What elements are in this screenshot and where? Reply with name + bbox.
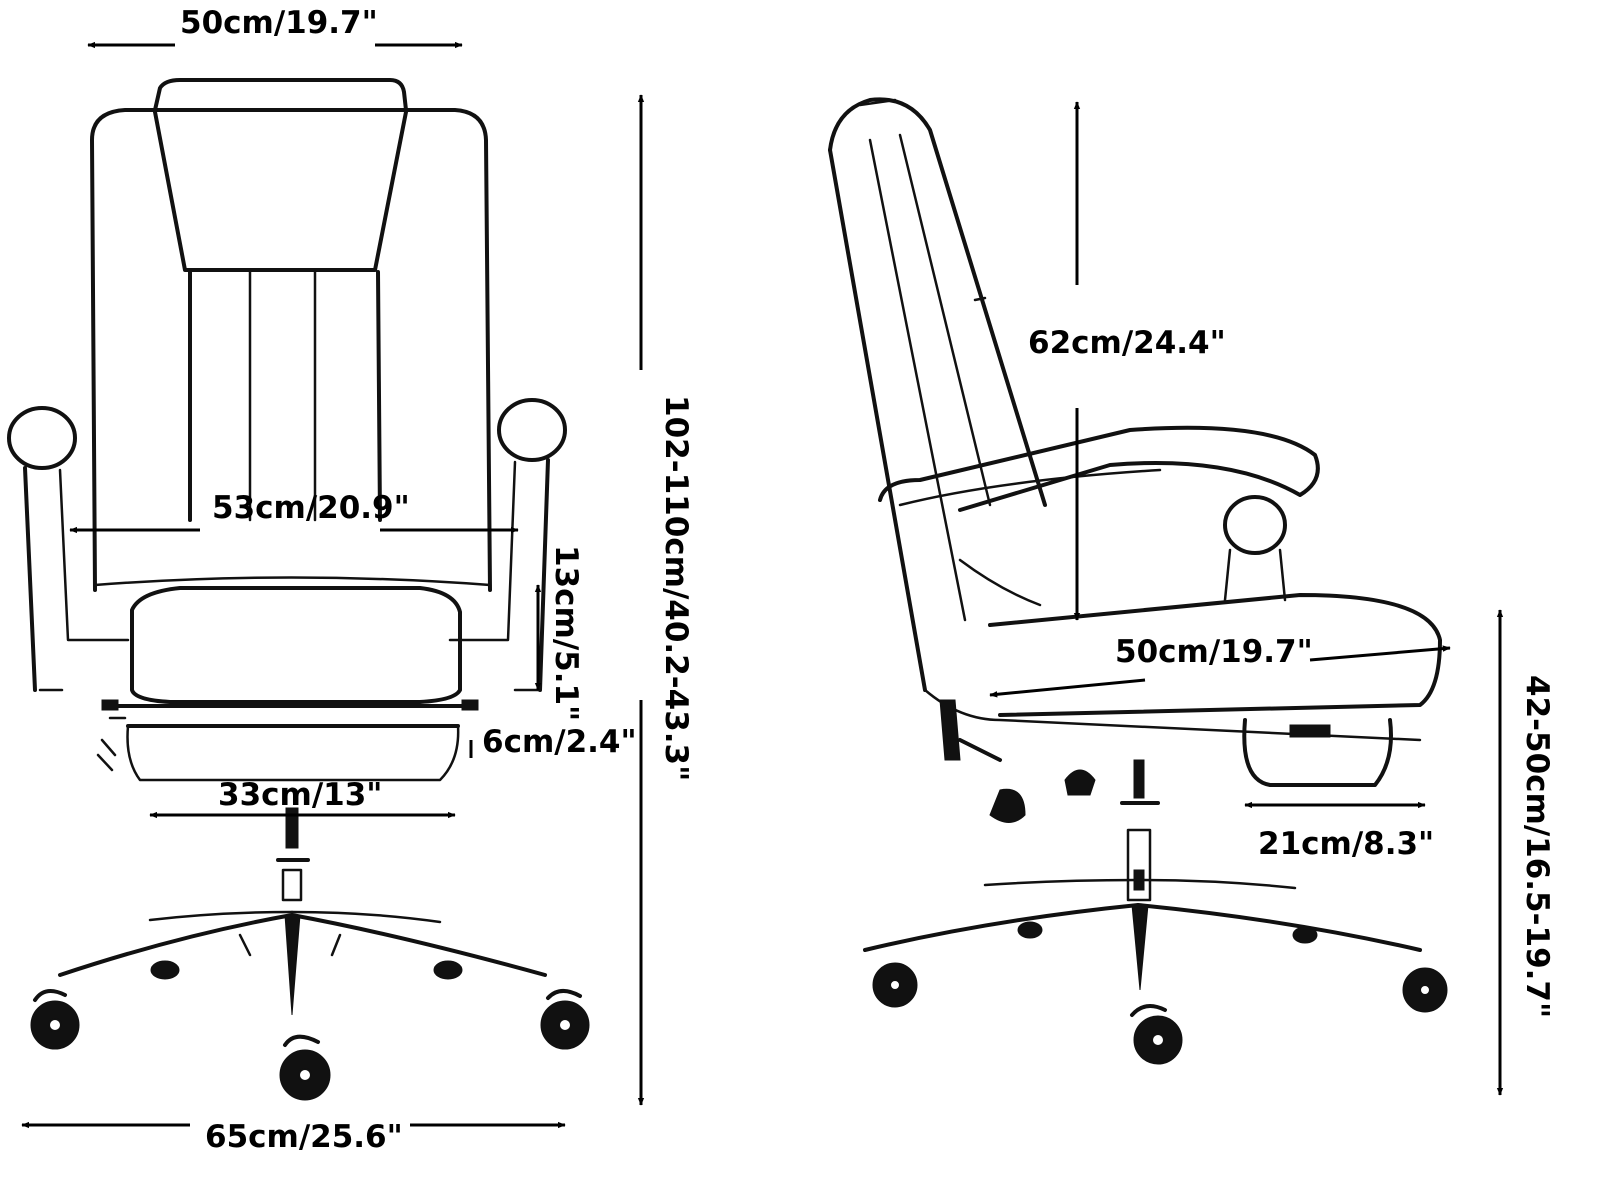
front-caster-right bbox=[540, 989, 590, 1050]
label-armrest-height: 13cm/5.1" bbox=[548, 545, 584, 721]
side-view-chair bbox=[828, 97, 1448, 1065]
side-dimension-lines bbox=[989, 101, 1504, 1096]
front-caster-center bbox=[279, 1034, 331, 1101]
label-backrest-width: 50cm/19.7" bbox=[180, 5, 378, 41]
side-caster-back bbox=[1017, 921, 1318, 944]
front-caster-back bbox=[150, 960, 463, 980]
side-mechanism bbox=[939, 699, 1160, 823]
label-backrest-height: 62cm/24.4" bbox=[1028, 325, 1226, 361]
side-armrest bbox=[878, 425, 1320, 602]
label-footrest-depth: 21cm/8.3" bbox=[1258, 826, 1434, 862]
label-seat-height: 42-50cm/16.5-19.7" bbox=[1519, 675, 1555, 1018]
side-backrest bbox=[828, 97, 1047, 692]
front-caster-left bbox=[30, 989, 80, 1050]
side-caster-center bbox=[1130, 1004, 1183, 1065]
front-view-chair bbox=[7, 78, 590, 1101]
side-seat bbox=[923, 558, 1442, 742]
label-total-height: 102-110cm/40.2-43.3" bbox=[658, 395, 694, 781]
front-armrest-left bbox=[7, 406, 130, 692]
side-caster-left bbox=[872, 962, 918, 1008]
front-dimension-labels: 50cm/19.7" 53cm/20.9" 13cm/5.1" 6cm/2.4"… bbox=[180, 5, 694, 1155]
label-base-width: 65cm/25.6" bbox=[205, 1119, 403, 1155]
label-seat-width: 53cm/20.9" bbox=[212, 490, 410, 526]
front-gas-lift bbox=[276, 807, 310, 902]
label-footrest-width: 33cm/13" bbox=[218, 777, 382, 813]
side-dimension-labels: 62cm/24.4" 50cm/19.7" 21cm/8.3" 42-50cm/… bbox=[1028, 325, 1555, 1018]
front-footrest bbox=[96, 699, 479, 782]
front-armrest-right bbox=[448, 398, 567, 692]
front-dimension-lines bbox=[21, 41, 645, 1129]
side-gas-lift bbox=[1126, 828, 1152, 902]
front-seat bbox=[130, 586, 462, 704]
side-footrest bbox=[1242, 718, 1393, 787]
side-star-base bbox=[863, 878, 1422, 991]
side-caster-right bbox=[1402, 967, 1448, 1013]
label-footrest-thickness: 6cm/2.4" bbox=[482, 724, 637, 760]
label-seat-depth: 50cm/19.7" bbox=[1115, 634, 1313, 670]
front-backrest bbox=[90, 78, 492, 592]
front-star-base bbox=[58, 910, 547, 1016]
